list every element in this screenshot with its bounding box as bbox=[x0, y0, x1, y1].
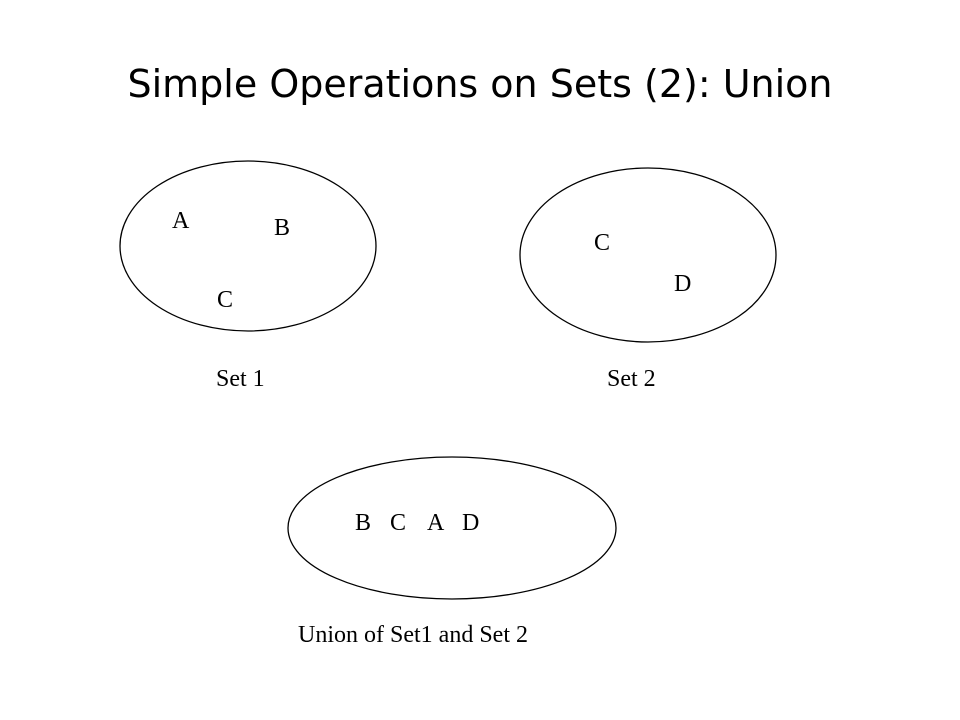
union-set-ellipse bbox=[287, 456, 617, 600]
set-2-caption: Set 2 bbox=[607, 366, 656, 392]
set-1-ellipse bbox=[119, 160, 377, 332]
union-element-b: B bbox=[355, 510, 371, 536]
set-2-element-d: D bbox=[674, 271, 691, 297]
set-1-element-a: A bbox=[172, 208, 190, 234]
set-1-element-c: C bbox=[217, 287, 233, 313]
set-2-element-c: C bbox=[594, 230, 610, 256]
union-element-d: D bbox=[462, 510, 479, 536]
slide-title: Simple Operations on Sets (2): Union bbox=[127, 62, 833, 106]
union-element-a: A bbox=[427, 510, 445, 536]
union-element-c: C bbox=[390, 510, 406, 536]
set-2: C D Set 2 bbox=[519, 167, 777, 392]
set-2-ellipse bbox=[519, 167, 777, 343]
set-1: A B C Set 1 bbox=[119, 160, 377, 392]
set-1-element-b: B bbox=[274, 215, 290, 241]
set-1-caption: Set 1 bbox=[216, 366, 265, 392]
union-caption: Union of Set1 and Set 2 bbox=[298, 622, 528, 648]
union-set: B C A D Union of Set1 and Set 2 bbox=[287, 456, 617, 648]
